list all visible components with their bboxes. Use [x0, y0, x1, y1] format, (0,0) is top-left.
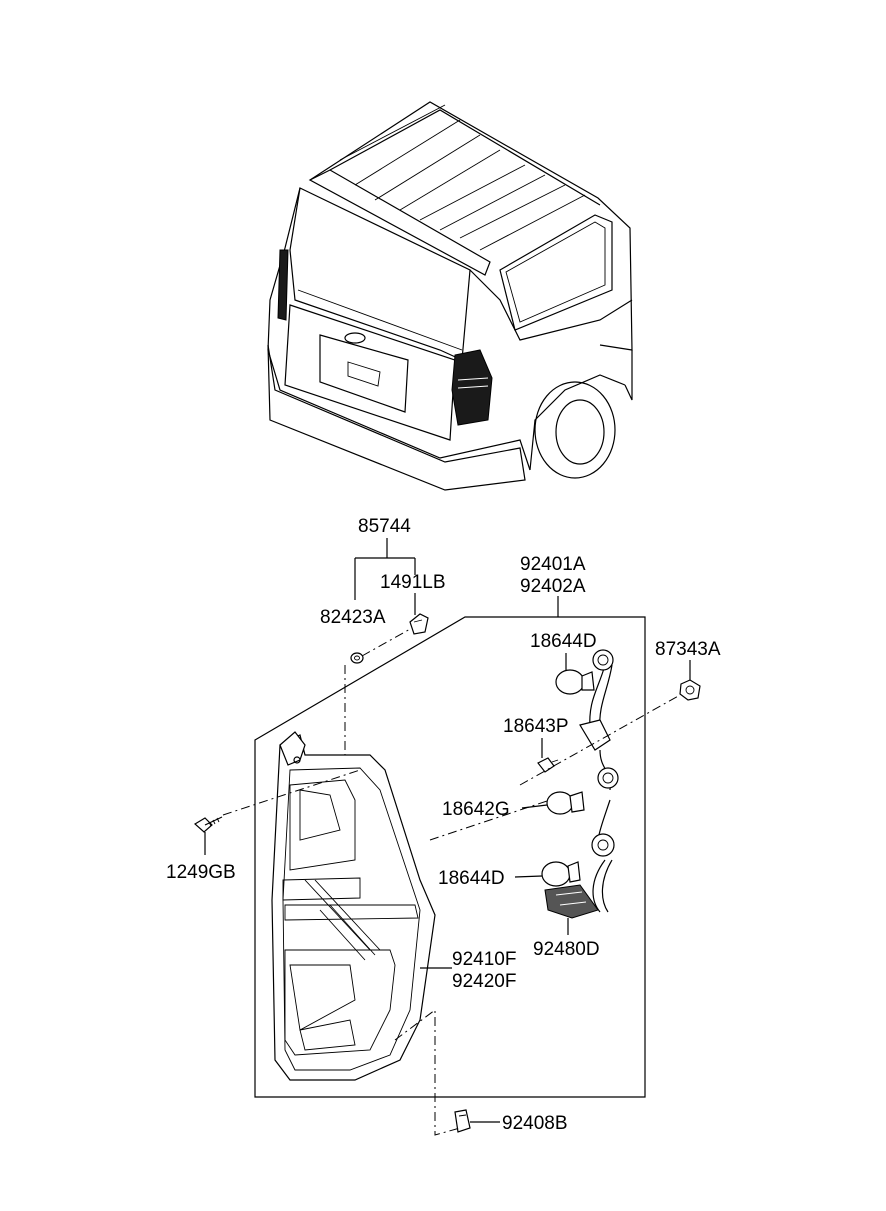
part-labels: 85744 1491LB 82423A 92401A 92402A 18644D…: [166, 516, 721, 1134]
clip-92408b: [454, 1109, 471, 1133]
screw-1249gb: [193, 816, 223, 833]
label-85744: 85744: [358, 516, 411, 537]
label-87343a: 87343A: [655, 639, 721, 660]
label-82423a: 82423A: [320, 607, 386, 628]
clip-1491lb: [409, 613, 429, 635]
washer-82423a: [350, 652, 364, 664]
label-92410f: 92410F: [452, 949, 516, 970]
label-18644d-top: 18644D: [530, 631, 597, 652]
label-92420f: 92420F: [452, 971, 516, 992]
label-1491lb: 1491LB: [380, 572, 446, 593]
label-92408b: 92408B: [502, 1113, 568, 1134]
label-92480d: 92480D: [533, 939, 600, 960]
label-92401a: 92401A: [520, 554, 586, 575]
rear-lamp-housing: [271, 731, 436, 1081]
leader-lines: [204, 538, 691, 1123]
grommet-87343a: [679, 679, 701, 701]
label-18644d-bottom: 18644D: [438, 868, 505, 889]
label-92402a: 92402A: [520, 576, 586, 597]
assembly-outline: [254, 616, 646, 1098]
bulb-18644d-top: [555, 669, 595, 695]
vehicle-rear-view: [267, 101, 633, 491]
assembly-dash-lines: [222, 627, 681, 1136]
wiring-harness: [544, 649, 619, 919]
label-18642g: 18642G: [442, 799, 510, 820]
bulb-18644d-bottom: [541, 861, 581, 887]
bulb-18642g: [546, 791, 585, 815]
label-1249gb: 1249GB: [166, 862, 236, 883]
label-18643p: 18643P: [503, 716, 569, 737]
